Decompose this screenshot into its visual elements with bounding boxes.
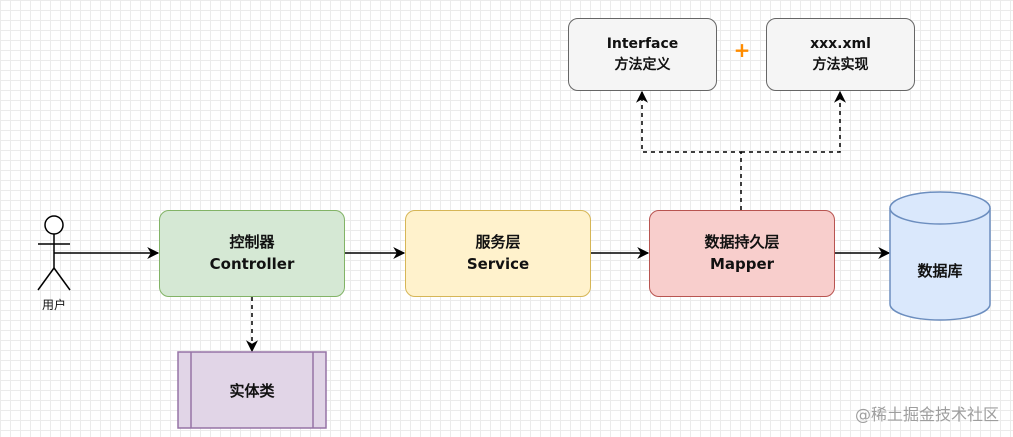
controller-label-cn: 控制器 (229, 232, 275, 251)
user-figure (37, 215, 71, 291)
database-cylinder (889, 191, 991, 321)
entity-label: 实体类 (229, 381, 275, 400)
entity-shape (177, 351, 327, 429)
user-label: 用户 (41, 298, 66, 312)
plus-sign: + (733, 38, 751, 62)
xml-node: xxx.xml 方法实现 (766, 18, 915, 91)
dashed-arrow-mapper-to-interface (636, 90, 742, 210)
interface-sublabel: 方法定义 (614, 56, 671, 73)
xml-label: xxx.xml (810, 36, 871, 53)
controller-node: 控制器 Controller (159, 210, 345, 297)
service-label-cn: 服务层 (475, 232, 521, 251)
mapper-label-cn: 数据持久层 (704, 232, 780, 251)
service-label-en: Service (466, 254, 530, 273)
mapper-node: 数据持久层 Mapper (649, 210, 835, 297)
database-label: 数据库 (917, 261, 963, 280)
dashed-arrow-mapper-to-xml (741, 90, 846, 153)
interface-node: Interface 方法定义 (568, 18, 717, 91)
service-node: 服务层 Service (405, 210, 591, 297)
mapper-label-en: Mapper (709, 254, 775, 273)
watermark: @稀土掘金技术社区 (854, 405, 999, 424)
xml-sublabel: 方法实现 (812, 56, 869, 73)
interface-label: Interface (606, 36, 679, 53)
controller-label-en: Controller (209, 254, 295, 273)
